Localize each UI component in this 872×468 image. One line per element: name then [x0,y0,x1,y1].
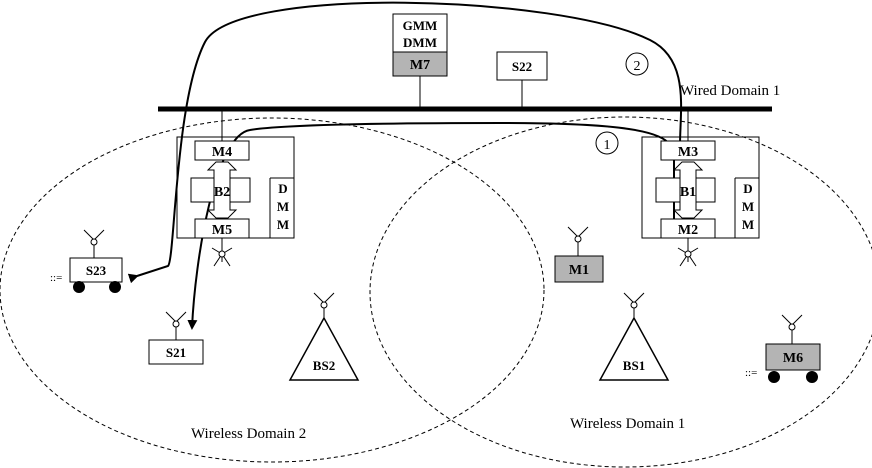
bs2-antenna-icon [313,292,335,318]
path-1-number: 1 [604,138,611,153]
s21-antenna-icon [165,311,187,340]
m6-motion-marks: ::= [745,367,757,379]
m1-antenna-icon [567,226,589,256]
wireless-domain-1-label: Wireless Domain 1 [570,416,685,432]
wireless-domain-2-boundary [0,117,545,463]
b1-label: B1 [680,185,696,200]
gmm-label: GMM [403,18,438,33]
path-1-curve [187,121,675,330]
path-2-number: 2 [634,59,641,74]
wireless-domain-2-label: Wireless Domain 2 [191,426,306,442]
router-b2: M4 B2 M5 D M M [176,109,295,267]
gmm-dmm-m7-node: GMM DMM M7 [392,13,448,109]
m6-label: M6 [783,351,803,366]
dmm-right-d: D [743,181,752,196]
dmm-label: DMM [403,35,437,50]
router-b2-antenna-icon [211,238,233,267]
dmm-left-m2: M [277,217,289,232]
wireless-domain-1-boundary [369,116,872,468]
router-b1: M3 B1 M2 D M M [641,109,760,267]
dmm-right-m2: M [742,217,754,232]
s23-antenna-icon [83,229,105,258]
m3-label: M3 [678,145,698,160]
m1-label: M1 [569,263,589,278]
path-1-marker [595,131,619,155]
m5-label: M5 [212,223,232,238]
b2-label: B2 [214,185,230,200]
path-2-marker [625,52,649,76]
m4-label: M4 [212,145,232,160]
dmm-left-m1: M [277,199,289,214]
s21-label: S21 [166,345,186,360]
router-b1-antenna-icon [677,238,699,267]
bs2-node: BS2 [288,292,360,381]
m7-label: M7 [410,58,430,73]
m6-node: M6 ::= [745,314,821,383]
bs1-antenna-icon [623,292,645,318]
bs1-label: BS1 [623,358,645,373]
s22-label: S22 [512,59,532,74]
s23-node: S23 ::= [50,229,123,293]
m2-label: M2 [678,223,698,238]
s21-node: S21 [148,311,204,365]
m1-node: M1 [554,226,604,283]
m6-antenna-icon [781,314,803,344]
s23-motion-marks: ::= [50,272,62,284]
s23-label: S23 [86,263,107,278]
dmm-left-d: D [278,181,287,196]
wired-domain-label: Wired Domain 1 [680,83,780,99]
bs1-node: BS1 [598,292,670,381]
s22-node: S22 [496,51,548,109]
dmm-right-m1: M [742,199,754,214]
bs2-label: BS2 [313,358,335,373]
